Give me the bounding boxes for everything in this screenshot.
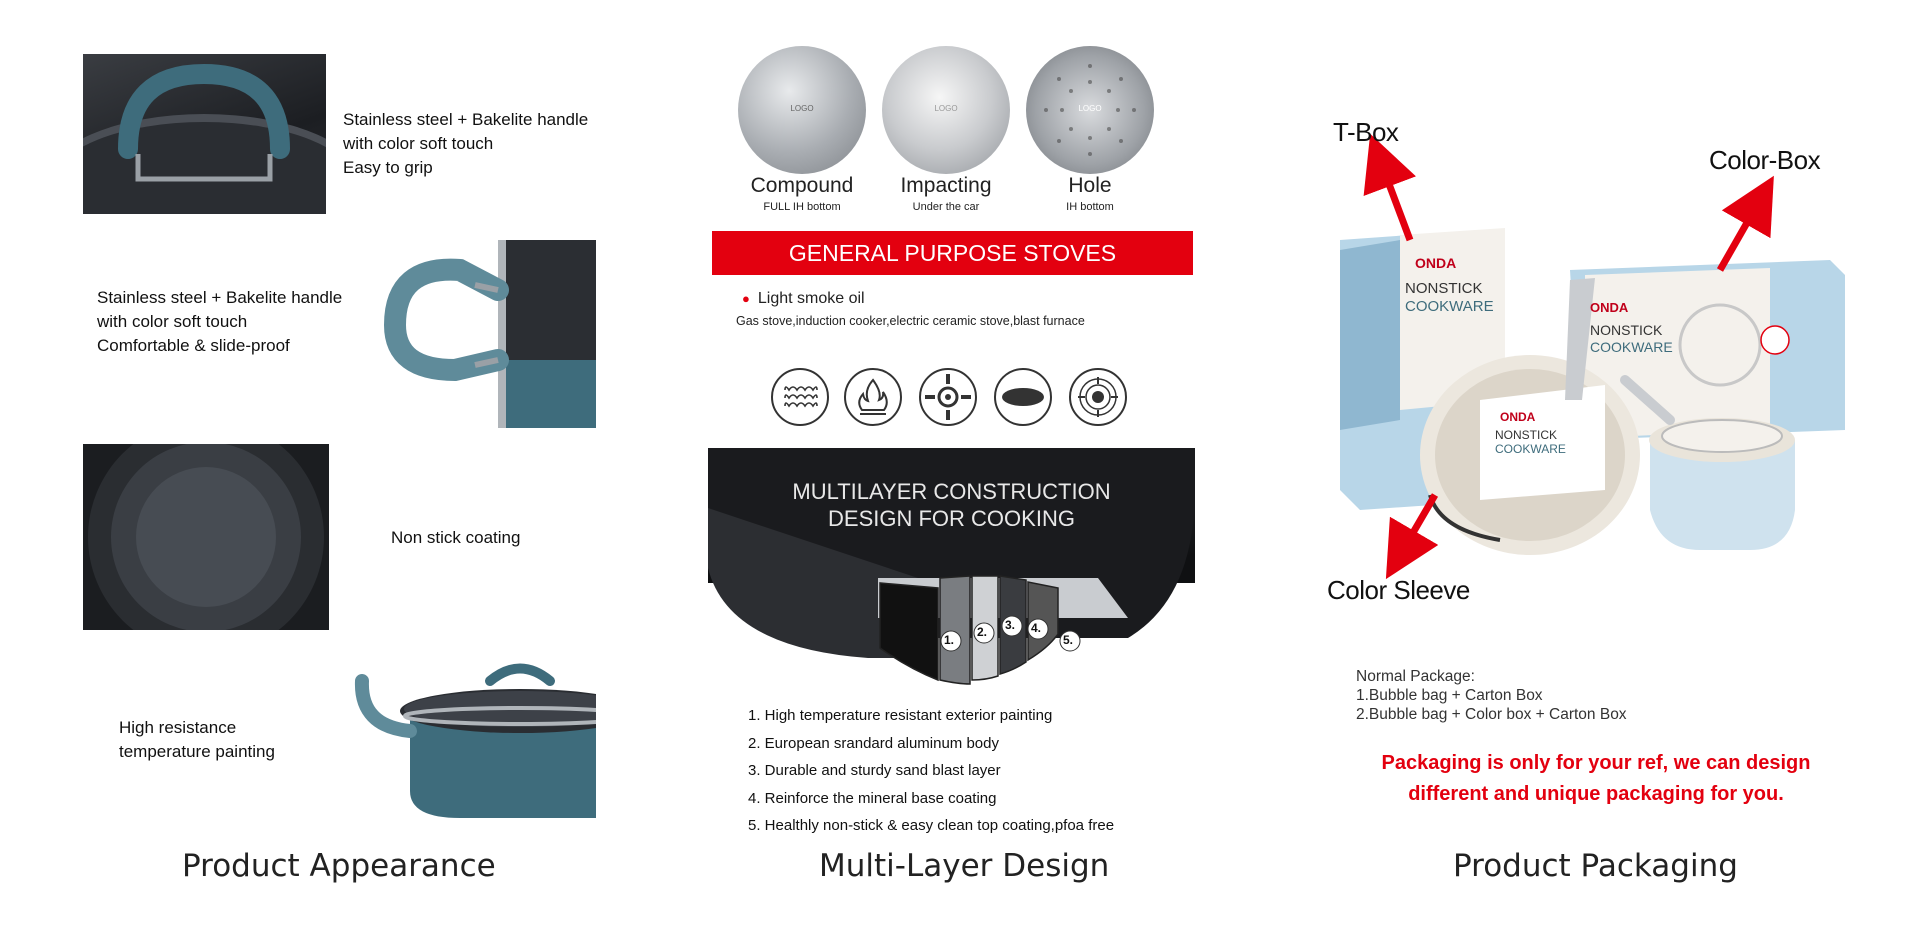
feature-2-text: Stainless steel + Bakelite handle with c… [97,288,343,355]
multilayer-caption: Multi-Layer Design [819,848,1110,884]
color-sleeve-label: Color Sleeve [1327,575,1470,605]
t-box-brand: ONDA [1415,255,1457,271]
teal-pot-image [350,661,596,818]
gas-burner-icon [919,368,977,426]
compound-subtitle: FULL IH bottom [763,201,841,213]
multilayer-pan-image: 1. 2. 3. 4. 5. MULTILAYER CONSTRUCTION D… [708,448,1195,688]
layer-item: 2. European srandard aluminum body [748,734,999,752]
induction-coil-icon [771,368,829,426]
gas-flame-icon [844,368,902,426]
compound-title: Compound [750,174,854,197]
compound-bottom-disk: LOGO [738,46,866,174]
lid-handle-image [83,54,326,214]
impacting-bottom-disk: LOGO [882,46,1010,174]
layer-number-4: 4. [1031,621,1042,635]
t-box-text: NONSTICK COOKWARE [1405,280,1494,315]
feature-1-text: Stainless steel + Bakelite handle with c… [343,110,589,177]
normal-package-title: Normal Package: [1356,668,1475,685]
electric-hob-icon [1069,368,1127,426]
normal-package-line: 1.Bubble bag + Carton Box [1356,687,1543,704]
feature-3-text: Non stick coating [391,528,521,547]
hole-bottom-disk: LOGO [1026,46,1154,174]
ceramic-plate-icon [994,368,1052,426]
color-box-brand: ONDA [1590,300,1629,315]
impacting-subtitle: Under the car [912,201,980,213]
t-box-label: T-Box [1333,117,1399,147]
normal-package-line: 2.Bubble bag + Color box + Carton Box [1356,706,1627,723]
layer-list: 1. High temperature resistant exterior p… [748,702,1114,840]
layer-number-5: 5. [1063,633,1074,647]
layer-number-3: 3. [1005,618,1016,632]
normal-package-info: Normal Package: 1.Bubble bag + Carton Bo… [1356,667,1627,724]
general-stoves-banner: GENERAL PURPOSE STOVES [712,231,1193,275]
layer-number-2: 2. [977,625,988,639]
sleeve-brand: ONDA [1500,410,1536,424]
layer-item: 3. Durable and sturdy sand blast layer [748,762,1001,779]
appearance-caption: Product Appearance [182,848,496,884]
side-handle-image [380,240,596,428]
color-box-text: NONSTICK COOKWARE [1590,322,1673,355]
pan-title: MULTILAYER CONSTRUCTION DESIGN FOR COOKI… [792,479,1111,531]
packaging-note: Packaging is only for your ref, we can d… [1381,752,1811,805]
red-bullet-icon: ● [742,291,750,306]
layer-item: 4. Reinforce the mineral base coating [748,789,997,807]
layer-number-1: 1. [944,633,955,647]
feature-4-text: High resistance temperature painting [119,718,275,761]
nonstick-coating-image [83,444,329,630]
packaging-caption: Product Packaging [1453,848,1738,884]
packaging-image: ONDA NONSTICK COOKWARE ONDA NONSTICK COO… [1320,100,1860,620]
layer-item: 5. Healthly non-stick & easy clean top c… [748,817,1115,834]
layer-item: 1. High temperature resistant exterior p… [748,707,1053,724]
impacting-title: Impacting [900,174,992,197]
hole-subtitle: IH bottom [1066,201,1114,213]
hole-title: Hole [1068,174,1112,197]
stoves-text: Gas stove,induction cooker,electric cera… [736,314,1085,328]
color-box-label: Color-Box [1709,145,1821,175]
sleeve-text: NONSTICK COOKWARE [1495,428,1566,456]
appearance-section: Stainless steel + Bakelite handle with c… [0,0,620,900]
smoke-label: ●Light smoke oil [742,290,865,307]
